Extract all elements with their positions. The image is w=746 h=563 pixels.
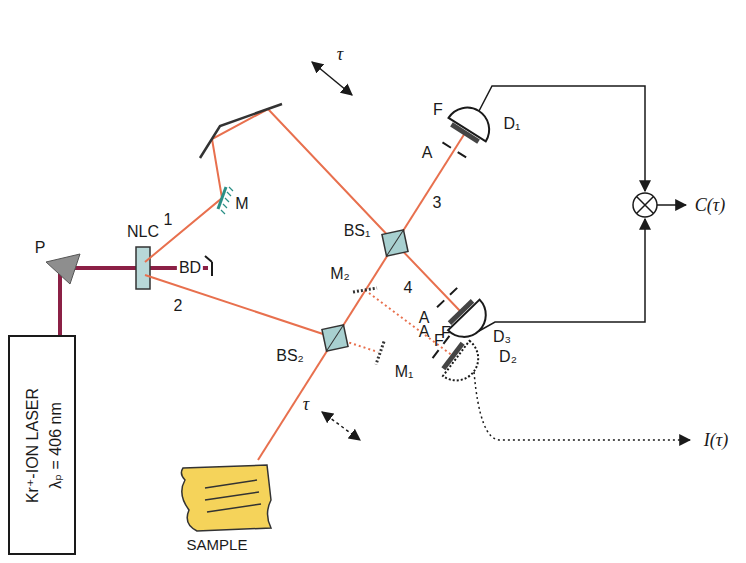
prism bbox=[46, 254, 80, 284]
part-label: 4 bbox=[404, 279, 413, 297]
laser-label: Kr⁺-ION LASER bbox=[25, 387, 42, 502]
laser-label: λₚ = 406 nm bbox=[46, 402, 63, 488]
part-label: I(τ) bbox=[704, 431, 728, 449]
part-label: A bbox=[422, 144, 433, 162]
part-label: D₁ bbox=[504, 115, 521, 133]
part-label: 1 bbox=[164, 211, 173, 229]
idler-beam bbox=[145, 275, 335, 338]
part-label: F bbox=[441, 324, 451, 342]
part-label: τ bbox=[303, 395, 309, 413]
part-label: NLC bbox=[127, 223, 159, 241]
part-label: M bbox=[235, 195, 248, 213]
retroreflector bbox=[200, 104, 282, 158]
part-label: C(τ) bbox=[695, 196, 725, 214]
part-label: D₃ bbox=[493, 328, 511, 346]
sample-label: SAMPLE bbox=[187, 536, 248, 553]
pickoff-beam bbox=[365, 290, 453, 356]
part-label: BS₂ bbox=[276, 347, 304, 365]
nonlinear-crystal bbox=[136, 247, 150, 289]
part-label: D₂ bbox=[499, 348, 517, 366]
signal-wire bbox=[479, 219, 645, 331]
delay-arrow bbox=[312, 62, 352, 95]
sample-shape: SAMPLE bbox=[175, 462, 275, 558]
beam-dump bbox=[205, 256, 212, 276]
part-label: A bbox=[419, 323, 430, 341]
beam-splitter bbox=[382, 230, 408, 256]
sample-outline bbox=[175, 462, 275, 534]
delay-arrow-dotted bbox=[322, 412, 360, 440]
part-label: 3 bbox=[433, 194, 442, 212]
part-label: BD bbox=[177, 259, 203, 277]
part-label: M₁ bbox=[395, 363, 414, 381]
pump-beam bbox=[60, 268, 208, 335]
part-label: P bbox=[35, 239, 46, 257]
detector-dotted bbox=[428, 329, 487, 389]
part-label: 2 bbox=[174, 297, 183, 315]
output-arrow-dotted bbox=[474, 372, 690, 440]
part-label: BS₁ bbox=[344, 222, 371, 240]
mirror-m2 bbox=[353, 288, 377, 292]
mirror-m1 bbox=[376, 342, 384, 365]
part-label: M₂ bbox=[330, 265, 350, 283]
output-arrow bbox=[657, 204, 686, 206]
mirror-hatch bbox=[221, 187, 233, 214]
laser-box: Kr⁺-ION LASERλₚ = 406 nm bbox=[8, 335, 76, 555]
beam-splitter bbox=[322, 325, 348, 351]
part-label: τ bbox=[337, 45, 343, 63]
signal-wire bbox=[479, 86, 645, 191]
detector bbox=[436, 99, 498, 161]
part-label: F bbox=[433, 101, 443, 119]
signal-beam bbox=[145, 109, 461, 312]
multiplier-symbol bbox=[633, 193, 657, 217]
sample-beam bbox=[258, 133, 465, 460]
